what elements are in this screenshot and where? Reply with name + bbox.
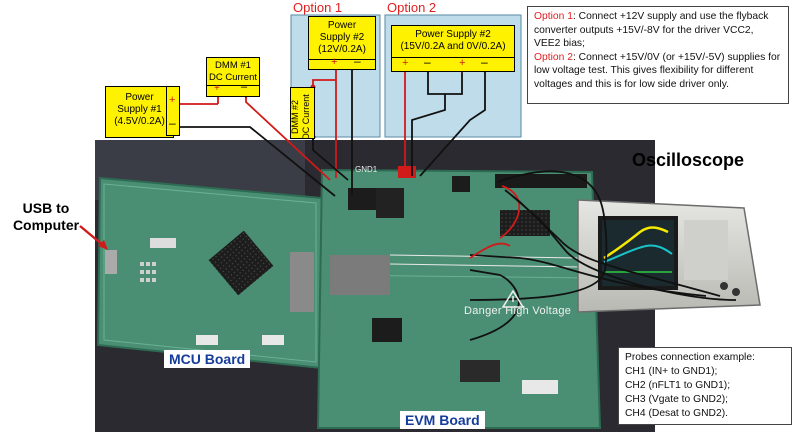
danger-high-voltage-text: Danger High Voltage [464,305,572,317]
dmm1-box: DMM #1 DC Current [206,57,260,97]
ps1-line3: (4.5V/0.2A) [114,116,165,127]
dmm2-line2: DC Current [301,94,311,140]
ps2o2-minus-a: – [424,55,431,69]
power-supply1-box: Power Supply #1 (4.5V/0.2A) [105,86,174,138]
note-option1-text: : Connect +12V supply and use the flybac… [534,11,769,50]
ps2o2-line2: (15V/0.2A and 0V/0.2A) [400,41,506,52]
ps2o1-line3: (12V/0.2A) [318,44,366,55]
ps2o2-plus-a: + [402,57,409,69]
evm-board-label: EVM Board [400,411,485,429]
usb-line2: Computer [12,217,80,233]
danger-triangle-icon [501,289,525,308]
dmm2-label: DMM #2 DC Current [290,93,314,141]
ps2o1-line1: Power [327,20,357,31]
power-supply2-option2: Power Supply #2 (15V/0.2A and 0V/0.2A) [391,25,515,72]
probes-connection-box: Probes connection example: CH1 (IN+ to G… [618,347,792,425]
mcu-board-label: MCU Board [164,350,251,368]
dmm2-box [290,87,315,139]
dmm1-plus: + [214,83,220,94]
ps2o1-minus: – [354,54,361,68]
usb-label: USB to Computer [0,200,92,234]
ps1-terminal-block [166,86,180,136]
probe-ch1: CH1 (IN+ to GND1); [625,366,718,377]
ps2o2-minus-b: – [481,55,488,69]
probes-title: Probes connection example: [625,352,755,363]
ps2o1-line2: Supply #2 [319,32,365,43]
option2-title: Option 2 [387,0,437,15]
dmm2-line1: DMM #2 [290,100,300,135]
ps1-minus: – [169,116,176,130]
usb-arrow-icon [79,225,108,250]
oscilloscope [577,199,761,313]
ps1-plus: + [169,94,176,106]
power-supply2-option1: Power Supply #2 (12V/0.2A) [308,16,376,70]
options-notes: Option 1: Connect +12V supply and use th… [527,6,789,104]
usb-line1: USB to [22,200,70,216]
probe-ch4: CH4 (Desat to GND2). [625,408,728,419]
gnd1-silk: GND1 [355,165,378,174]
probe-ch3: CH3 (Vgate to GND2); [625,394,729,405]
probe-ch2: CH2 (nFLT1 to GND1); [625,380,731,391]
oscilloscope-label: Oscilloscope [632,150,745,170]
evm-board [316,166,602,429]
dmm1-line1: DMM #1 [215,60,251,71]
note-option1-label: Option 1 [534,11,573,22]
mcu-board [96,176,323,370]
ps2o1-plus: + [331,56,338,68]
ps2o2-line1: Power Supply #2 [415,29,491,40]
option1-title: Option 1 [293,0,343,15]
ps1-line1: Power [125,92,154,103]
ps2o2-plus-b: + [459,57,466,69]
dmm1-minus: – [241,81,248,93]
dmm1-line2: DC Current [208,72,258,83]
ps1-line2: Supply #1 [117,104,162,115]
note-option2-label: Option 2 [534,51,573,63]
note-option2-text: : Connect +15V/0V (or +15V/-5V) supplies… [534,51,781,90]
